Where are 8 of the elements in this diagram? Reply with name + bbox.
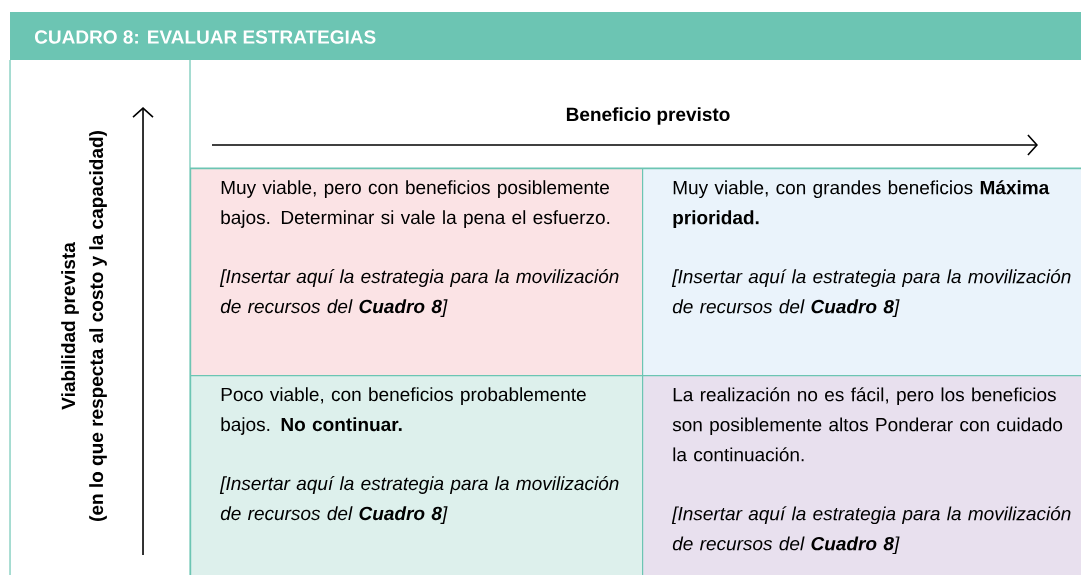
- title-band: CUADRO 8: EVALUAR ESTRATEGIAS: [10, 12, 1081, 60]
- axis-label: Viabilidad prevista: [61, 242, 79, 410]
- axis-label: Beneficio previsto: [566, 107, 730, 125]
- quadrant-cell: Muy viable, pero con beneficios posiblemente bajos. Determinar si vale la pena el esfuerzo. [Insertar aquí la estrategia para la movilización de recursos del Cuadro 8]: [190, 168, 644, 377]
- quadrant-cell: Muy viable, con grandes beneficios Máxima prioridad. [Insertar aquí la estrategia para la movilización de recursos del Cuadro 8]: [642, 168, 1081, 377]
- axis-label: (en lo que respecta al costo y la capacidad): [89, 131, 107, 521]
- quadrant-cell: La realización no es fácil, pero los beneficios son posiblemente altos Ponderar con cuidado la continuación. [Insertar aquí la estrategia para la movilización de recursos del Cuadro 8]: [642, 375, 1081, 575]
- quadrant-cell: Poco viable, con beneficios probablemente bajos. No continuar. [Insertar aquí la estrategia para la movilización de recursos del Cuadro 8]: [190, 375, 644, 575]
